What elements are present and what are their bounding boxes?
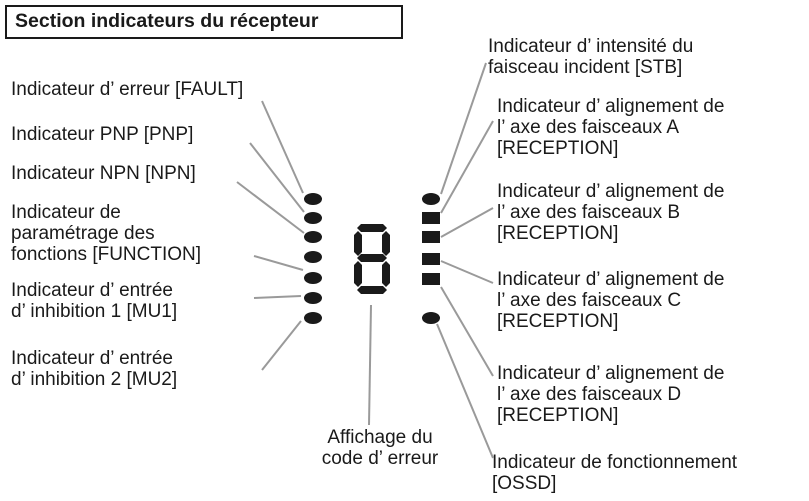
label-mu1: Indicateur d’ entrée d’ inhibition 1 [MU… — [11, 280, 177, 322]
label-function: Indicateur de paramétrage des fonctions … — [11, 202, 201, 265]
label-function-line-1: Indicateur de — [11, 202, 121, 223]
function-led — [304, 251, 322, 263]
label-error-code-display: Affichage du code d’ erreur — [311, 427, 449, 469]
label-ossd-line-2: [OSSD] — [492, 473, 557, 494]
label-npn: Indicateur NPN [NPN] — [11, 163, 196, 184]
label-function-line-3: fonctions [FUNCTION] — [11, 244, 202, 265]
label-mu1-line-2: d’ inhibition 1 [MU1] — [11, 301, 178, 322]
segment-b — [382, 231, 390, 256]
fault-led — [304, 193, 322, 205]
label-reception-a-line-2: l’ axe des faisceaux A — [497, 117, 680, 138]
leader-line-function — [253, 255, 304, 271]
label-reception-d-line-3: [RECEPTION] — [497, 405, 619, 426]
label-stb-line-2: faisceau incident [STB] — [488, 57, 683, 78]
label-mu2-line-2: d’ inhibition 2 [MU2] — [11, 369, 178, 390]
stb-led — [422, 193, 440, 205]
mu1-led — [304, 272, 322, 284]
leader-line-ossd — [436, 323, 494, 459]
mu1-led-2 — [304, 292, 322, 304]
label-ossd-line-1: Indicateur de fonctionnement — [492, 452, 738, 473]
label-ossd: Indicateur de fonctionnement [OSSD] — [492, 452, 737, 494]
leader-line-reception-b — [440, 207, 494, 238]
section-title: Section indicateurs du récepteur — [5, 5, 403, 39]
label-reception-d-line-2: l’ axe des faisceaux D — [497, 384, 682, 405]
reception-b-led — [422, 231, 440, 243]
reception-c-led — [422, 253, 440, 265]
reception-d-led — [422, 273, 440, 285]
leader-line-reception-c — [440, 260, 494, 284]
label-reception-b-line-2: l’ axe des faisceaux B — [497, 202, 681, 223]
leader-line-fault — [261, 100, 304, 194]
mu2-led — [304, 312, 322, 324]
label-error-code-display-line-1: Affichage du — [327, 427, 433, 448]
leader-line-mu1 — [253, 295, 302, 299]
ossd-led — [422, 312, 440, 324]
label-mu1-line-1: Indicateur d’ entrée — [11, 280, 173, 301]
leader-line-reception-d — [440, 286, 494, 377]
right-leader-lines — [368, 62, 494, 459]
label-stb: Indicateur d’ intensité du faisceau inci… — [488, 36, 693, 78]
left-leader-lines — [236, 100, 305, 371]
leader-line-mu2 — [261, 320, 302, 371]
leader-line-reception-a — [440, 120, 494, 214]
label-reception-c-line-1: Indicateur d’ alignement de — [497, 269, 725, 290]
leader-line-pnp — [249, 142, 305, 213]
leader-line-npn — [236, 181, 305, 234]
label-reception-b-line-3: [RECEPTION] — [497, 223, 619, 244]
right-led-column — [422, 193, 440, 324]
label-reception-d-line-1: Indicateur d’ alignement de — [497, 363, 725, 384]
label-function-line-2: paramétrage des — [11, 223, 155, 244]
label-reception-a-line-3: [RECEPTION] — [497, 138, 619, 159]
label-mu2: Indicateur d’ entrée d’ inhibition 2 [MU… — [11, 348, 177, 390]
label-reception-a: Indicateur d’ alignement de l’ axe des f… — [497, 96, 724, 159]
segment-f — [354, 231, 362, 256]
label-pnp: Indicateur PNP [PNP] — [11, 124, 193, 145]
segment-g — [357, 254, 387, 262]
leader-line-error-code-display — [368, 304, 372, 426]
leader-line-stb — [440, 62, 487, 195]
label-npn-line-1: Indicateur NPN [NPN] — [11, 163, 196, 184]
seven-segment-display — [354, 224, 390, 294]
label-fault-line-1: Indicateur d’ erreur [FAULT] — [11, 79, 244, 100]
pnp-led — [304, 212, 322, 224]
segment-d — [357, 286, 387, 294]
label-pnp-line-1: Indicateur PNP [PNP] — [11, 124, 194, 145]
label-mu2-line-1: Indicateur d’ entrée — [11, 348, 173, 369]
label-reception-c: Indicateur d’ alignement de l’ axe des f… — [497, 269, 724, 332]
label-stb-line-1: Indicateur d’ intensité du — [488, 36, 694, 57]
label-reception-b-line-1: Indicateur d’ alignement de — [497, 181, 725, 202]
reception-a-led — [422, 212, 440, 224]
left-led-column — [304, 193, 322, 324]
npn-led — [304, 231, 322, 243]
label-fault: Indicateur d’ erreur [FAULT] — [11, 79, 243, 100]
label-reception-b: Indicateur d’ alignement de l’ axe des f… — [497, 181, 724, 244]
label-reception-c-line-2: l’ axe des faisceaux C — [497, 290, 682, 311]
segment-a — [357, 224, 387, 232]
label-reception-a-line-1: Indicateur d’ alignement de — [497, 96, 725, 117]
label-reception-d: Indicateur d’ alignement de l’ axe des f… — [497, 363, 724, 426]
label-reception-c-line-3: [RECEPTION] — [497, 311, 619, 332]
label-error-code-display-line-2: code d’ erreur — [321, 448, 439, 469]
segment-e — [354, 261, 362, 287]
segment-c — [382, 261, 390, 287]
